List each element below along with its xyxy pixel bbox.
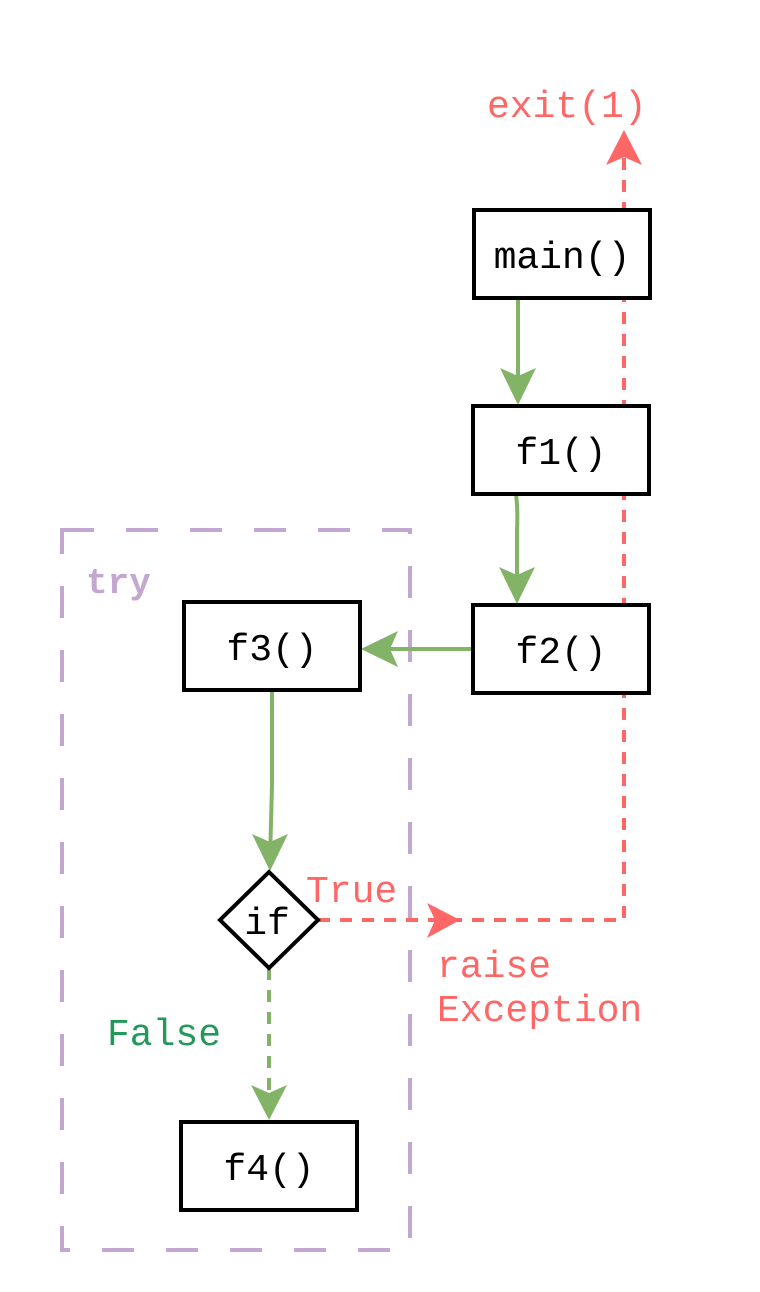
node-f1-label: f1() [515,433,606,476]
node-f4-label: f4() [223,1149,314,1192]
exception-arrow-right-icon [427,903,460,938]
edge-main-f1-arrowhead [500,368,536,405]
edge-f3-if-arrowhead [252,834,288,871]
edge-if-f4-arrowhead [251,1085,287,1120]
false-label: False [107,1014,221,1057]
edge-f1-f2-arrowhead [499,567,535,604]
try-label: try [86,563,151,604]
node-f2[interactable]: f2() [471,603,651,695]
exit-label: exit(1) [487,86,647,129]
edge-f2-f3-arrowhead [361,631,398,667]
raise-label-line1: raise [437,946,551,989]
node-decision[interactable]: if [217,869,321,971]
edge-f1-f2 [514,493,520,595]
node-f3-label: f3() [226,629,317,672]
node-f4[interactable]: f4() [179,1120,359,1212]
node-f1[interactable]: f1() [471,404,651,496]
node-main-label: main() [494,237,631,280]
node-main[interactable]: main() [472,208,652,300]
try-region [60,528,412,1252]
node-f2-label: f2() [515,632,606,675]
edge-f3-if [268,690,274,861]
raise-label-line2: Exception [437,990,642,1033]
node-decision-label: if [244,903,290,946]
exit-arrow-up-icon [606,130,642,165]
true-label: True [306,871,397,914]
node-f3[interactable]: f3() [182,600,362,692]
